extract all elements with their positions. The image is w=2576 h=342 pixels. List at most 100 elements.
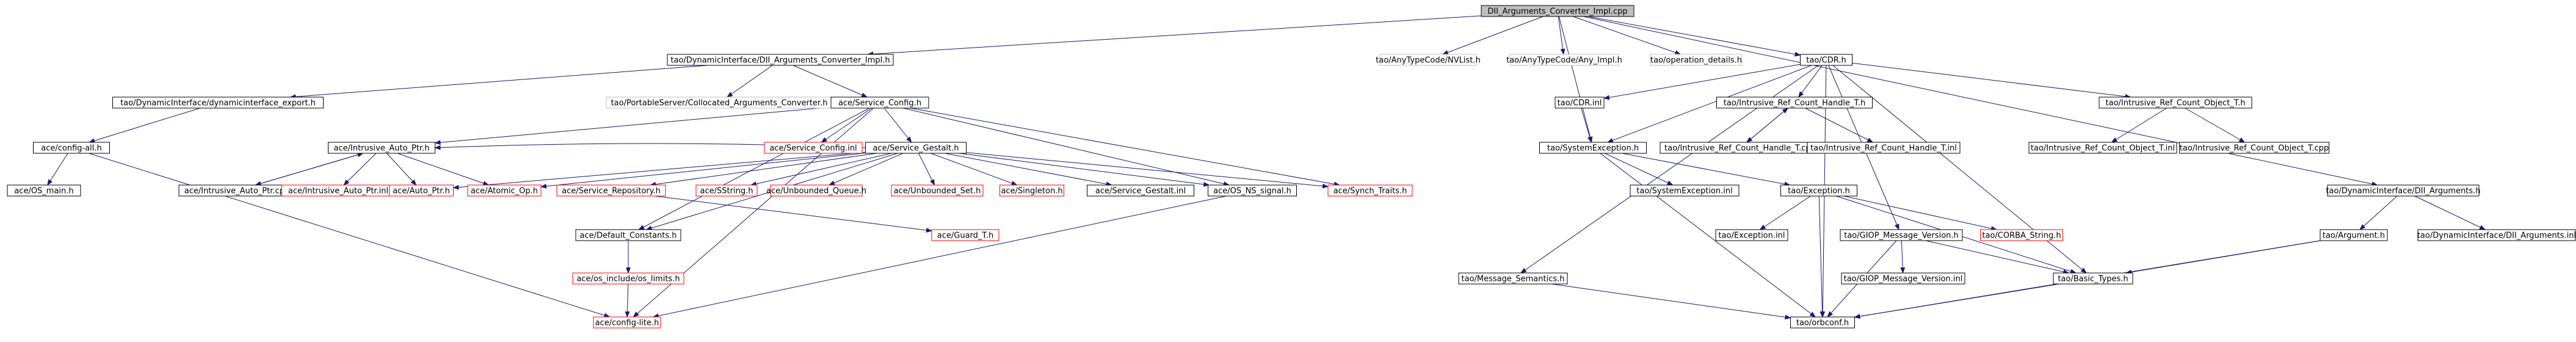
graph-node-n_nvlist[interactable]: tao/AnyTypeCode/NVList.h <box>1376 54 1481 66</box>
graph-node-n_os_limits[interactable]: ace/os_include/os_limits.h <box>572 272 684 285</box>
edge-n_cdr_inl-to-n_sysexc <box>1581 107 1592 143</box>
graph-node-n_os_main[interactable]: ace/OS_main.h <box>7 184 81 197</box>
edge-n_svc_repo-to-n_guard <box>655 195 932 233</box>
graph-node-n_irch_inl[interactable]: tao/Intrusive_Ref_Count_Handle_T.inl <box>1807 142 1961 154</box>
graph-node-n_giop[interactable]: tao/GIOP_Message_Version.h <box>1840 229 1963 241</box>
edge-n_giop-to-n_basic_types <box>1925 240 2070 274</box>
graph-node-n_svc_config[interactable]: ace/Service_Config.h <box>830 96 929 109</box>
node-label: tao/CDR.h <box>1806 56 1846 65</box>
graph-node-n_svc_repo[interactable]: ace/Service_Repository.h <box>556 184 666 197</box>
node-label: tao/Intrusive_Ref_Count_Object_T.cpp <box>2180 144 2329 153</box>
node-box <box>891 184 984 197</box>
graph-node-n_orbconf[interactable]: tao/orbconf.h <box>1790 316 1855 329</box>
edge-n_svc_gestalt-to-n_singleton <box>931 153 1018 186</box>
graph-node-n_unb_queue[interactable]: ace/Unbounded_Queue.h <box>766 184 866 197</box>
graph-node-n_synch_traits[interactable]: ace/Synch_Traits.h <box>1327 184 1413 197</box>
node-label: ace/OS_NS_signal.h <box>1213 187 1291 196</box>
node-label: ace/Intrusive_Auto_Ptr.h <box>334 144 430 153</box>
graph-node-n_guard[interactable]: ace/Guard_T.h <box>931 229 1000 241</box>
node-label: tao/Intrusive_Ref_Count_Handle_T.h <box>1724 99 1865 108</box>
edge-n_irco-to-n_irco_inl <box>2111 107 2167 143</box>
edge-n_irch_cpp-to-n_irch <box>1746 107 1788 143</box>
edge-n_os_limits-to-n_config_lite <box>625 283 630 318</box>
edge-n_svc_config-to-n_synch_traits <box>910 107 1340 187</box>
graph-node-n_exception[interactable]: tao/Exception.h <box>1780 184 1857 197</box>
graph-node-n_msg_sem[interactable]: tao/Message_Semantics.h <box>1458 272 1568 285</box>
node-box <box>2028 142 2177 154</box>
graph-node-n_config_all[interactable]: ace/config-all.h <box>33 142 110 154</box>
graph-node-n_portable[interactable]: tao/PortableServer/Collocated_Arguments_… <box>606 96 833 109</box>
node-box <box>1000 184 1064 197</box>
node-box <box>1790 316 1855 329</box>
edge-n_config_all-to-n_config_lite <box>89 153 611 318</box>
edge-n_config_all-to-n_os_main <box>47 153 68 186</box>
graph-node-n_any_impl[interactable]: tao/AnyTypeCode/Any_Impl.h <box>1506 54 1622 66</box>
graph-node-n_irco_inl[interactable]: tao/Intrusive_Ref_Count_Object_T.inl <box>2028 142 2177 154</box>
graph-node-n_op_details[interactable]: tao/operation_details.h <box>1650 54 1743 66</box>
edge-n_svc_config-to-n_svc_config_inl <box>821 107 873 143</box>
edge-n_giop-to-n_giop_inl <box>1900 240 1906 274</box>
edge-n_svc_gestalt-to-n_atomic <box>540 153 866 189</box>
node-label: tao/Message_Semantics.h <box>1462 275 1565 284</box>
graph-node-n_sysexc[interactable]: tao/SystemException.h <box>1539 142 1647 154</box>
graph-node-n_giop_inl[interactable]: tao/GIOP_Message_Version.inl <box>1841 272 1965 285</box>
graph-node-n_svc_config_inl[interactable]: ace/Service_Config.inl <box>764 142 863 154</box>
edge-n_cdr-to-n_basic_types <box>1832 65 2087 274</box>
node-box <box>1841 272 1965 285</box>
edge-n_cdr-to-n_msg_sem <box>1520 65 1819 274</box>
graph-node-n_iauto_cpp[interactable]: ace/Intrusive_Auto_Ptr.cpp <box>178 184 296 197</box>
graph-node-n_atomic[interactable]: ace/Atomic_Op.h <box>467 184 542 197</box>
node-label: ace/Auto_Ptr.h <box>393 187 450 196</box>
node-box <box>2053 272 2133 285</box>
graph-node-n_iauto[interactable]: ace/Intrusive_Auto_Ptr.h <box>328 142 435 154</box>
node-box <box>1716 96 1873 109</box>
graph-node-n_dii_args_inl[interactable]: tao/DynamicInterface/DII_Arguments.inl <box>2417 229 2576 241</box>
edge-root-to-n_sysexc <box>1558 16 1593 143</box>
graph-node-n_auto_ptr[interactable]: ace/Auto_Ptr.h <box>389 184 454 197</box>
graph-node-n_config_lite[interactable]: ace/config-lite.h <box>593 316 661 329</box>
graph-node-n_os_ns_signal[interactable]: ace/OS_NS_signal.h <box>1208 184 1297 197</box>
edge-n_svc_gestalt-to-n_synch_traits <box>966 152 1329 189</box>
edge-n_svc_config-to-n_iauto <box>434 106 832 145</box>
graph-node-n_gestalt_inl[interactable]: ace/Service_Gestalt.inl <box>1087 184 1194 197</box>
graph-node-n_irch[interactable]: tao/Intrusive_Ref_Count_Handle_T.h <box>1716 96 1873 109</box>
node-label: tao/orbconf.h <box>1796 319 1849 328</box>
edge-n_svc_gestalt-to-n_svc_repo <box>650 153 877 187</box>
graph-node-n_irco_cpp[interactable]: tao/Intrusive_Ref_Count_Object_T.cpp <box>2179 142 2329 154</box>
graph-node-n_sstring[interactable]: ace/SString.h <box>695 184 758 197</box>
graph-node-n_iauto_inl[interactable]: ace/Intrusive_Auto_Ptr.inl <box>281 184 395 197</box>
graph-node-n_irch_cpp[interactable]: tao/Intrusive_Ref_Count_Handle_T.cpp <box>1660 142 1821 154</box>
edge-n_svc_gestalt-to-n_gestalt_inl <box>945 153 1112 187</box>
graph-node-n_exception_inl[interactable]: tao/Exception.inl <box>1715 229 1788 241</box>
node-box <box>389 184 454 197</box>
node-box <box>2179 142 2329 154</box>
node-label: ace/Service_Gestalt.inl <box>1095 187 1186 196</box>
graph-node-n_cdr_inl[interactable]: tao/CDR.inl <box>1555 96 1605 109</box>
graph-node-n_corba_string[interactable]: tao/CORBA_String.h <box>1980 229 2063 241</box>
graph-node-n_svc_gestalt[interactable]: ace/Service_Gestalt.h <box>865 142 967 154</box>
graph-node-n_argument[interactable]: tao/Argument.h <box>2320 229 2388 241</box>
graph-node-n_basic_types[interactable]: tao/Basic_Types.h <box>2053 272 2133 285</box>
graph-node-n_unb_set[interactable]: ace/Unbounded_Set.h <box>891 184 984 197</box>
graph-node-n_dac_impl[interactable]: tao/DynamicInterface/DII_Arguments_Conve… <box>667 54 894 66</box>
node-label: tao/Exception.h <box>1788 187 1850 196</box>
node-box <box>695 184 758 197</box>
node-box <box>1458 272 1568 285</box>
graph-node-root[interactable]: DII_Arguments_Converter_Impl.cpp <box>1481 5 1634 17</box>
node-label: tao/DynamicInterface/DII_Arguments.h <box>2326 187 2480 196</box>
node-box <box>33 142 110 154</box>
edge-n_exception-to-n_exception_inl <box>1759 195 1811 230</box>
graph-node-n_dyn_export[interactable]: tao/DynamicInterface/dynamicinterface_ex… <box>112 96 324 109</box>
node-box <box>1208 184 1297 197</box>
edge-root-to-n_op_details <box>1573 16 1682 55</box>
graph-node-n_def_const[interactable]: ace/Default_Constants.h <box>575 229 681 241</box>
node-label: ace/Unbounded_Set.h <box>894 187 981 196</box>
graph-node-n_sysexc_inl[interactable]: tao/SystemException.inl <box>1630 184 1740 197</box>
graph-node-n_dii_args[interactable]: tao/DynamicInterface/DII_Arguments.h <box>2326 184 2481 197</box>
edge-n_iauto-to-n_auto_ptr <box>386 153 417 186</box>
graph-node-n_irco[interactable]: tao/Intrusive_Ref_Count_Object_T.h <box>2099 96 2252 109</box>
edge-n_iauto-to-n_iauto_inl <box>343 153 377 186</box>
edge-n_iauto_cpp-to-n_iauto <box>255 152 364 186</box>
graph-node-n_singleton[interactable]: ace/Singleton.h <box>1000 184 1064 197</box>
graph-node-n_cdr[interactable]: tao/CDR.h <box>1800 54 1852 66</box>
